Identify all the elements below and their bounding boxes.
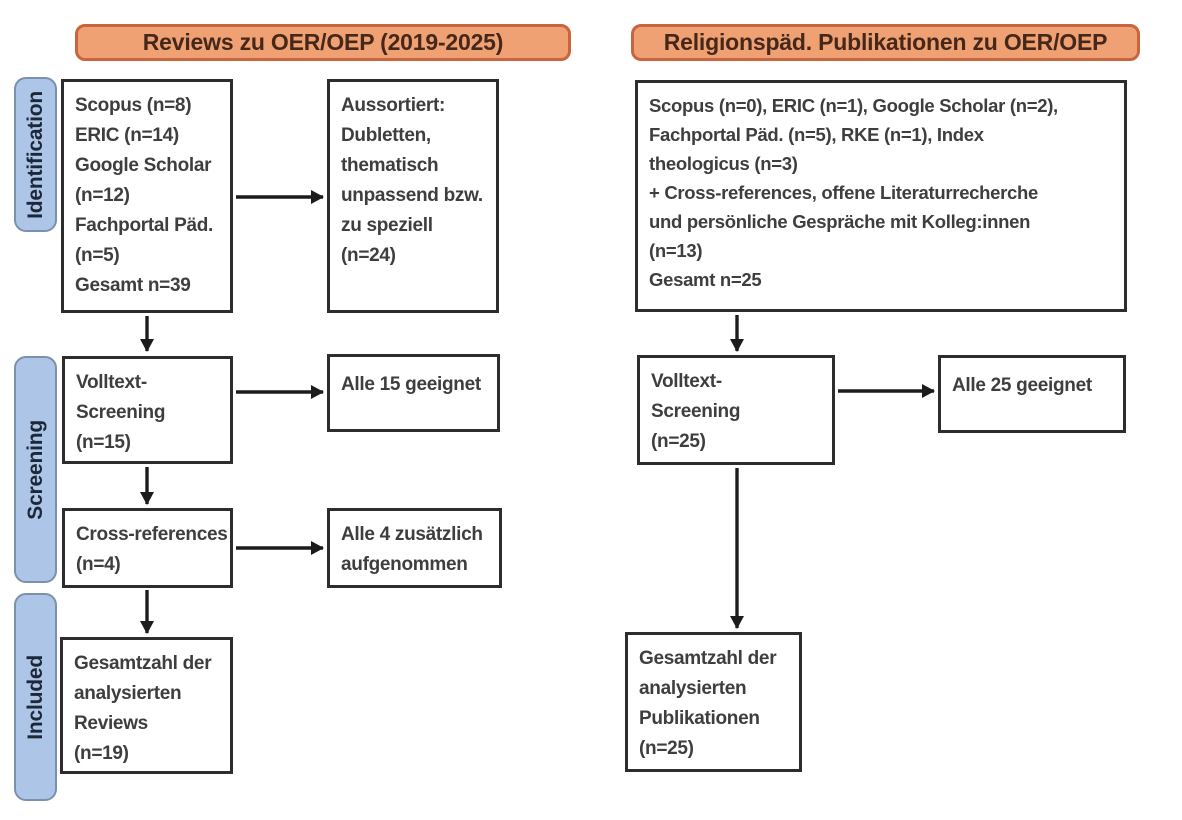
box-left-identification-sources: Scopus (n=8) ERIC (n=14) Google Scholar … [61, 79, 233, 313]
box-right-identification-sources: Scopus (n=0), ERIC (n=1), Google Scholar… [635, 80, 1127, 312]
stage-label-screening: Screening [14, 356, 57, 583]
column-header-reviews: Reviews zu OER/OEP (2019-2025) [75, 24, 571, 61]
stage-label-included: Included [14, 593, 57, 801]
box-left-fulltext-screening: Volltext- Screening (n=15) [62, 356, 233, 464]
box-right-fulltext-screening: Volltext- Screening (n=25) [637, 355, 835, 465]
stage-label-identification-text: Identification [23, 90, 47, 219]
box-left-fulltext-result: Alle 15 geeignet [327, 354, 500, 432]
box-left-cross-references: Cross-references (n=4) [62, 508, 233, 588]
box-left-sorted-out: Aussortiert: Dubletten, thematisch unpas… [327, 79, 499, 313]
stage-label-included-text: Included [23, 654, 47, 740]
box-left-cross-references-result: Alle 4 zusätzlich aufgenommen [327, 508, 502, 588]
stage-label-screening-text: Screening [23, 419, 47, 520]
box-right-fulltext-result: Alle 25 geeignet [938, 355, 1126, 433]
stage-label-identification: Identification [14, 77, 57, 232]
box-left-included-total: Gesamtzahl der analysierten Reviews (n=1… [60, 637, 233, 774]
box-right-included-total: Gesamtzahl der analysierten Publikatione… [625, 632, 802, 772]
column-header-religionspaed: Religionspäd. Publikationen zu OER/OEP [631, 24, 1140, 61]
